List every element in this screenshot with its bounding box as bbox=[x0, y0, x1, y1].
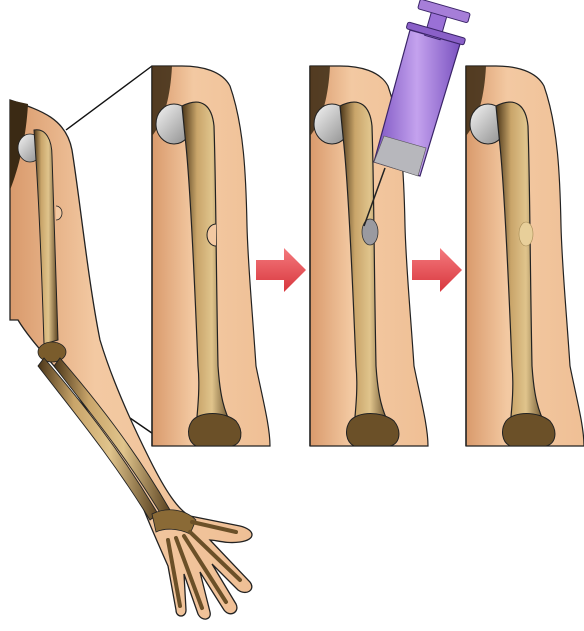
healed-panel bbox=[466, 66, 584, 446]
zoom-line-top bbox=[66, 66, 152, 130]
zoom-defect-panel bbox=[152, 66, 270, 446]
regenerated-bone bbox=[519, 222, 533, 246]
arrow-right-icon bbox=[412, 248, 462, 292]
arrow-right-icon bbox=[256, 248, 306, 292]
